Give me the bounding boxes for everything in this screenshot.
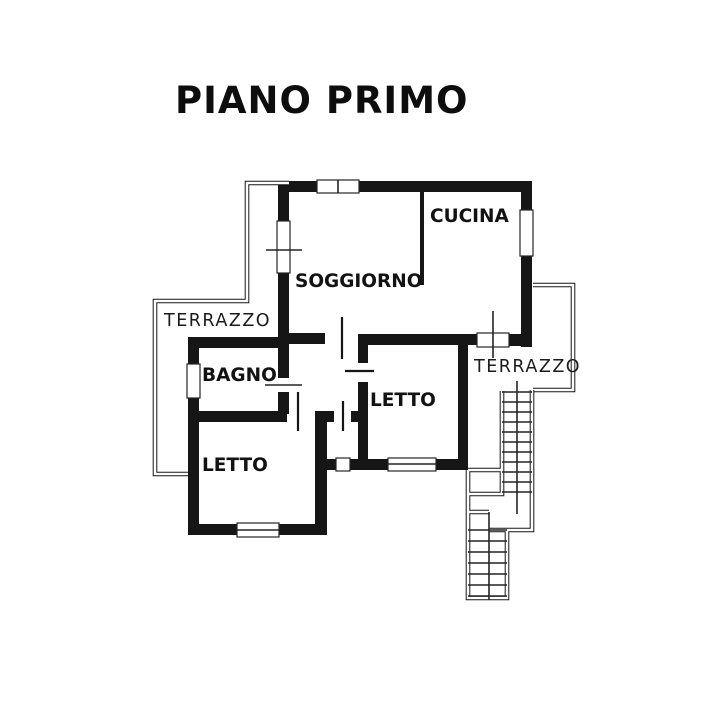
window-right [519, 209, 534, 257]
label-terrace-left: TERRAZZO [163, 311, 271, 331]
doors [296, 317, 374, 431]
stair-borders [465, 390, 535, 601]
label-kitchen: CUCINA [430, 206, 510, 227]
label-living-room: SOGGIORNO [295, 271, 423, 292]
windows [186, 179, 534, 538]
label-bedroom-left: LETTO [202, 455, 268, 476]
label-terrace-right: TERRAZZO [473, 357, 581, 377]
interior-walls [188, 192, 424, 535]
window-bathroom [186, 363, 201, 399]
label-bathroom: BAGNO [202, 365, 277, 386]
terrace-outlines [152, 180, 576, 477]
corridor-opening [335, 457, 351, 472]
staircase [465, 381, 535, 601]
label-bedroom-right: LETTO [370, 390, 436, 411]
page-title: PIANO PRIMO [175, 79, 468, 122]
stair-treads-lower [468, 529, 507, 597]
window-left [276, 220, 291, 274]
room-labels: PIANO PRIMO CUCINA SOGGIORNO TERRAZZO TE… [163, 79, 581, 476]
